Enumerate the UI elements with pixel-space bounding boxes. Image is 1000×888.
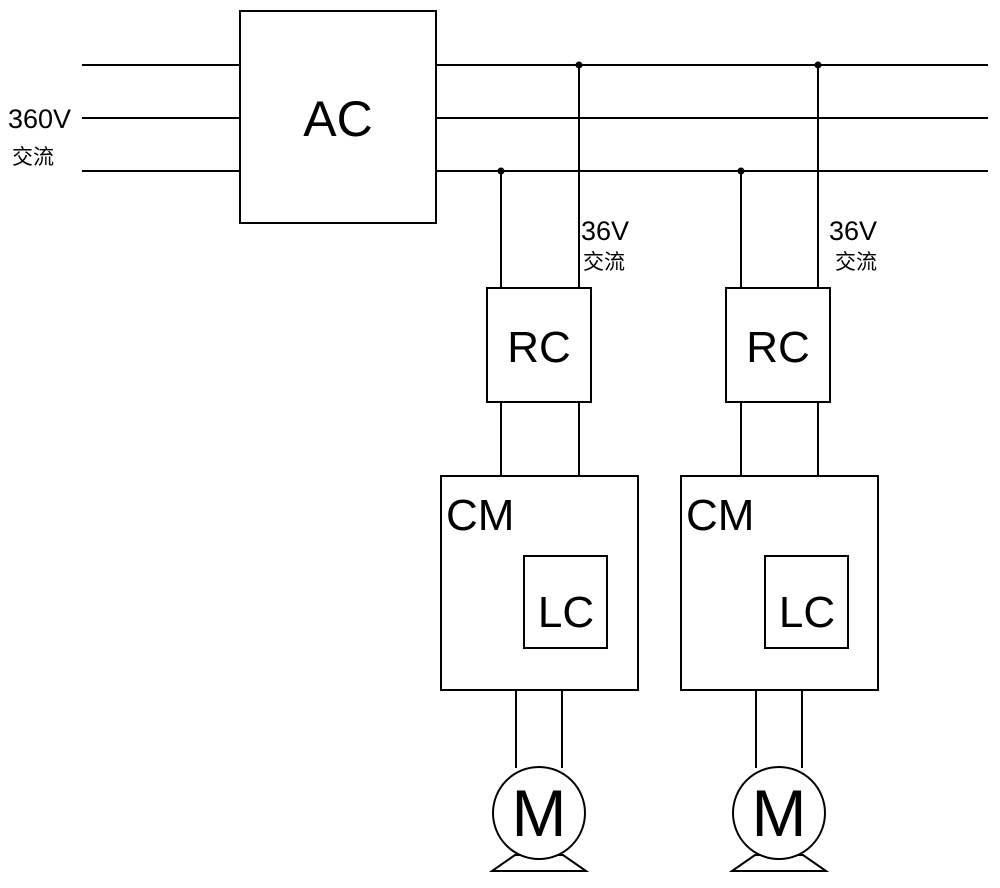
branch-type-label: 交流 bbox=[583, 251, 625, 274]
branch-voltage-label: 36V bbox=[581, 216, 629, 246]
rc-label: RC bbox=[507, 323, 571, 372]
input-lines bbox=[82, 64, 240, 172]
cm-label: CM bbox=[686, 491, 754, 540]
rc-label: RC bbox=[746, 323, 810, 372]
branch-2: 36V 交流 RC CM LC M bbox=[680, 61, 879, 872]
branch-type-label: 交流 bbox=[835, 251, 877, 274]
motor-icon bbox=[732, 766, 826, 860]
ac-label: AC bbox=[303, 91, 372, 147]
output-bus bbox=[436, 64, 988, 172]
rc-box bbox=[725, 287, 831, 403]
branch-1: 36V 交流 RC CM LC M bbox=[440, 61, 639, 872]
cm-label: CM bbox=[446, 491, 514, 540]
input-voltage-label: 360V bbox=[8, 104, 71, 134]
motor-label: M bbox=[752, 776, 807, 850]
lc-box bbox=[764, 555, 849, 649]
lc-label: LC bbox=[538, 588, 594, 637]
lc-label: LC bbox=[779, 588, 835, 637]
ac-box bbox=[239, 10, 437, 224]
lc-box bbox=[523, 555, 608, 649]
rc-box bbox=[486, 287, 592, 403]
input-type-label: 交流 bbox=[12, 146, 54, 169]
motor-label: M bbox=[512, 776, 567, 850]
motor-icon bbox=[492, 766, 586, 860]
branch-voltage-label: 36V bbox=[829, 216, 877, 246]
